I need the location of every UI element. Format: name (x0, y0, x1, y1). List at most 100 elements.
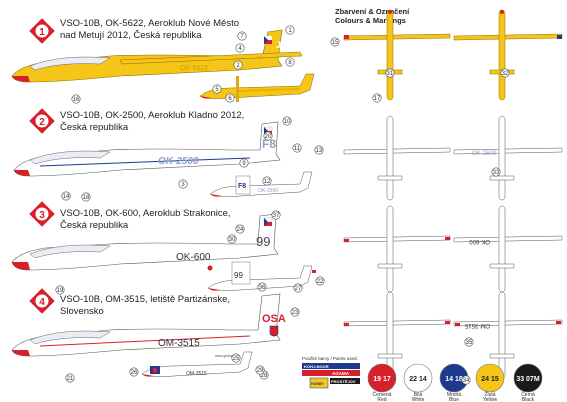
scheme-2-caption-line2: Česká republika (60, 122, 129, 133)
svg-text:37: 37 (273, 213, 280, 219)
paint-codes: 19 17 (373, 376, 391, 383)
scheme-4-underside-profile: OM-3515 (141, 351, 253, 377)
svg-text:6: 6 (228, 96, 232, 102)
callout-31: 31 (385, 68, 395, 78)
scheme-3-underside-profile: 99 (207, 261, 316, 291)
svg-text:33: 33 (493, 170, 500, 176)
callout-25: 25 (231, 353, 241, 363)
callout-21: 21 (65, 373, 75, 383)
scheme-1: 1 VSO-10B, OK-5622, Aeroklub Nové Město … (11, 9, 563, 102)
svg-text:26: 26 (131, 370, 138, 376)
scheme-2-small-fin-code: F8 (238, 183, 246, 190)
scheme-1-fin-code: J (276, 40, 281, 50)
scheme-1-underside-profile (199, 73, 315, 102)
paint-codes: 22 14 (409, 376, 427, 383)
scheme-4: 4 VSO-10B, OM-3515, letiště Partizánske,… (11, 288, 563, 379)
paint-swatch (403, 363, 433, 393)
scheme-2-underside-profile: OK-2500 F8 (209, 171, 313, 197)
callout-26: 26 (129, 367, 139, 377)
scheme-2-number: 2 (39, 117, 45, 128)
scheme-1-caption-line1: VSO-10B, OK-5622, Aeroklub Nové Město (60, 18, 239, 29)
paint-name-cz: Černá (521, 391, 535, 398)
callout-16: 16 (71, 94, 81, 104)
paint-name-cz: Červená (373, 391, 392, 398)
callout-37: 37 (271, 210, 281, 220)
paint-name-en: White (412, 397, 425, 402)
paint-name-cz: Bílá (414, 392, 423, 398)
scheme-2-fin-code: F8 (262, 137, 276, 151)
scheme-4-bottom-planform: OM-3515 (453, 291, 563, 379)
scheme-4-wing-registration: OM-3515 (464, 322, 490, 328)
svg-text:28: 28 (261, 373, 268, 379)
callout-23: 23 (290, 307, 300, 317)
svg-text:3: 3 (181, 182, 185, 188)
svg-text:11: 11 (294, 146, 301, 152)
paint-name-en: Red (377, 397, 386, 402)
logo-koh (302, 363, 360, 369)
scheme-3-wing-registration: OK-600 (469, 238, 490, 244)
logo-prostejov-text: PROSTĚJOV (331, 379, 356, 384)
scheme-2-caption-line1: VSO-10B, OK-2500, Aeroklub Kladno 2012, (60, 110, 244, 121)
svg-text:21: 21 (67, 376, 74, 382)
svg-text:16: 16 (73, 97, 80, 103)
svg-text:17: 17 (374, 96, 381, 102)
paint-name-en: Black (522, 397, 535, 402)
callout-6: 6 (225, 93, 235, 103)
callout-29: 29 (255, 365, 265, 375)
paint-codes: 33 07M (516, 376, 540, 383)
callout-17: 17 (372, 93, 382, 103)
scheme-4-caption-line2: Slovensko (60, 306, 104, 317)
callout-8: 8 (285, 57, 295, 67)
header-title-line2: Colours & Markings (335, 16, 406, 25)
header-title-line1: Zbarvení & Označení (335, 7, 410, 16)
scheme-2-number-badge: 2 (29, 108, 55, 134)
svg-text:18: 18 (83, 195, 90, 201)
scheme-3-number: 3 (39, 210, 45, 221)
paint-codes: 24 15 (481, 376, 499, 383)
scheme-3-number-badge: 3 (29, 201, 55, 227)
svg-text:35: 35 (466, 340, 473, 346)
scheme-3-side-profile: OK-600 99 (11, 213, 279, 271)
callout-7: 7 (237, 31, 247, 41)
svg-text:23: 23 (292, 310, 299, 316)
scheme-3-caption-line2: Česká republika (60, 220, 129, 231)
callout-15: 15 (330, 37, 340, 47)
scheme-2-small-registration: OK-2500 (258, 188, 278, 194)
paint-name-cz: Modrá (447, 392, 461, 398)
svg-text:10: 10 (284, 119, 291, 125)
scheme-2-registration: OK-2500 (158, 156, 199, 167)
scheme-2-top-planform (343, 115, 451, 201)
svg-text:9: 9 (242, 161, 246, 167)
scheme-1-bottom-planform (453, 9, 563, 101)
svg-text:25: 25 (233, 356, 240, 362)
callout-24: 24 (235, 224, 245, 234)
scheme-1-number: 1 (39, 27, 45, 38)
svg-text:2: 2 (236, 63, 240, 69)
svg-text:4: 4 (238, 46, 242, 52)
callout-20: 20 (263, 131, 273, 141)
callout-13: 13 (314, 145, 324, 155)
svg-text:12: 12 (264, 179, 271, 185)
svg-text:32: 32 (502, 71, 509, 77)
scheme-3-caption-line1: VSO-10B, OK-600, Aeroklub Strakonice, (60, 208, 231, 219)
logo-prostejov (330, 378, 360, 384)
paint-swatch (513, 363, 543, 393)
svg-text:30: 30 (229, 237, 236, 243)
scheme-2: 2 VSO-10B, OK-2500, Aeroklub Kladno 2012… (13, 108, 563, 201)
callout-4: 4 (235, 43, 245, 53)
scheme-1-number-badge: 1 (29, 18, 55, 44)
callout-10: 10 (282, 116, 292, 126)
svg-text:19: 19 (57, 288, 64, 294)
callout-12: 12 (262, 176, 272, 186)
callout-32: 32 (500, 68, 510, 78)
callout-5: 5 (212, 84, 222, 94)
svg-text:24: 24 (237, 227, 244, 233)
paint-name-en: Blue (449, 397, 459, 402)
website-text: www.gliding.cz (215, 354, 238, 358)
